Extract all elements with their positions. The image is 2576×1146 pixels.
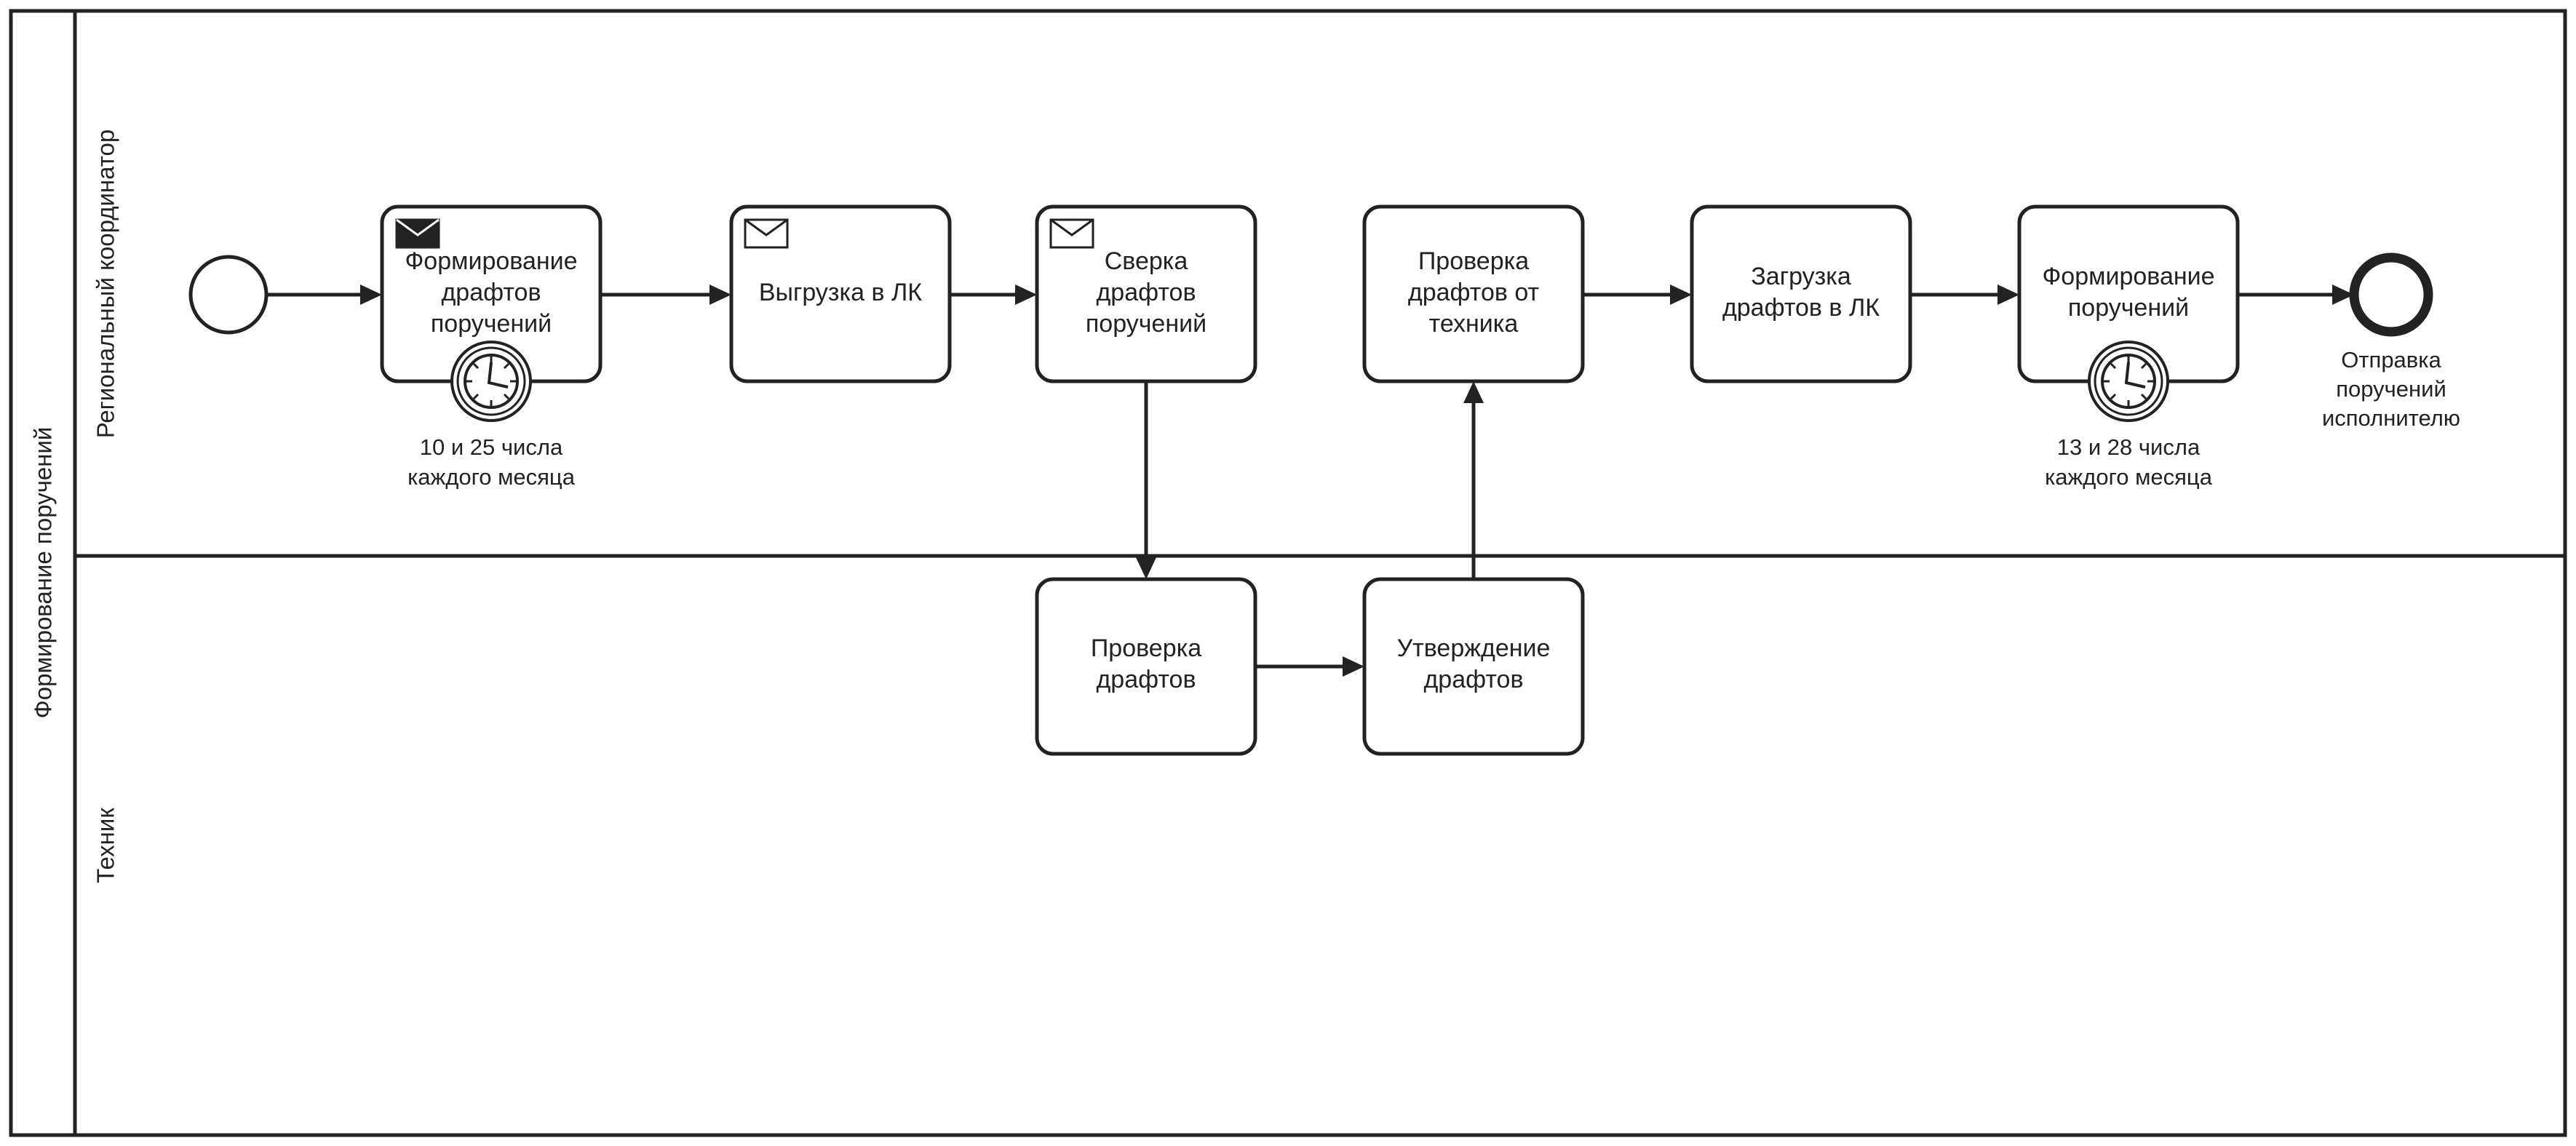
arrowhead-icon — [1343, 656, 1364, 677]
task-label-line: поручений — [2068, 294, 2189, 322]
task-label-line: поручений — [1086, 310, 1206, 338]
task-label-line: Утверждение — [1397, 634, 1551, 662]
task-label-line: Сверка — [1105, 247, 1188, 275]
task-box[interactable] — [1035, 577, 1257, 756]
task-box[interactable] — [1690, 204, 1912, 383]
end-event-label-line: исполнителю — [2322, 405, 2460, 431]
timer-icon[interactable] — [450, 341, 532, 422]
task-label-line: Формирование — [2042, 263, 2214, 290]
task-export-lk[interactable]: Выгрузка в ЛК — [729, 204, 952, 383]
start-event[interactable] — [188, 255, 269, 335]
pool-border — [9, 9, 2567, 1137]
arrowhead-icon — [709, 284, 731, 305]
timer-note-line: 10 и 25 числа — [420, 434, 563, 460]
task-form-drafts[interactable]: Формирование драфтов поручений 10 и 25 ч… — [380, 204, 603, 490]
arrowhead-icon — [1997, 284, 2019, 305]
task-label-line: драфтов — [1096, 279, 1196, 306]
timer-icon[interactable] — [2088, 341, 2169, 422]
task-label-line: драфтов — [1096, 666, 1196, 693]
task-label-line: Выгрузка в ЛК — [759, 279, 922, 306]
message-receive-icon — [744, 218, 789, 249]
end-event-label-line: поручений — [2336, 376, 2446, 402]
task-label-line: драфтов в ЛК — [1722, 294, 1880, 322]
task-label-line: Проверка — [1091, 634, 1201, 662]
pool: Формирование поручений — [9, 9, 2567, 1137]
task-label-line: Проверка — [1418, 247, 1529, 275]
task-approve-drafts[interactable]: Утверждение драфтов — [1362, 577, 1585, 756]
message-send-icon — [395, 218, 440, 249]
timer-note-line: 13 и 28 числа — [2057, 434, 2201, 460]
end-event-label-line: Отправка — [2341, 347, 2441, 373]
task-reconcile-drafts[interactable]: Сверка драфтов поручений — [1035, 204, 1257, 383]
task-upload-drafts-lk[interactable]: Загрузка драфтов в ЛК — [1690, 204, 1912, 383]
arrowhead-icon — [1136, 557, 1156, 579]
lane-label-coordinator: Региональный координатор — [92, 130, 119, 438]
task-form-assignments[interactable]: Формирование поручений 13 и 28 числа каж… — [2017, 204, 2240, 490]
task-check-technician-drafts[interactable]: Проверка драфтов от техника — [1362, 204, 1585, 383]
lane-label-technician: Техник — [92, 808, 119, 883]
timer-note-line: каждого месяца — [2045, 464, 2213, 490]
lane-technician: Техник — [92, 808, 119, 883]
task-label-line: техника — [1429, 310, 1519, 338]
task-label-line: драфтов — [441, 279, 541, 306]
arrowhead-icon — [360, 284, 382, 305]
end-event[interactable]: Отправка поручений исполнителю — [2322, 252, 2460, 431]
task-label-line: Загрузка — [1751, 263, 1851, 290]
task-technician-check-drafts[interactable]: Проверка драфтов — [1035, 577, 1257, 756]
task-box[interactable] — [1035, 204, 1257, 383]
task-box[interactable] — [729, 204, 952, 383]
task-box[interactable] — [1362, 577, 1585, 756]
sequence-flows — [266, 284, 2354, 677]
arrowhead-icon — [1463, 381, 1484, 403]
task-label-line: драфтов от — [1408, 279, 1539, 306]
pool-label: Формирование поручений — [30, 427, 57, 719]
end-event-circle[interactable] — [2349, 252, 2433, 337]
arrowhead-icon — [1015, 284, 1037, 305]
lane-coordinator: Региональный координатор — [92, 130, 119, 438]
task-label-line: Формирование — [405, 247, 577, 275]
timer-note-line: каждого месяца — [408, 464, 576, 490]
task-label-line: драфтов — [1423, 666, 1523, 693]
task-box[interactable] — [1362, 204, 1585, 383]
arrowhead-icon — [1670, 284, 1692, 305]
task-label-line: поручений — [431, 310, 552, 338]
message-receive-icon — [1049, 218, 1094, 249]
arrowhead-icon — [2332, 284, 2354, 305]
